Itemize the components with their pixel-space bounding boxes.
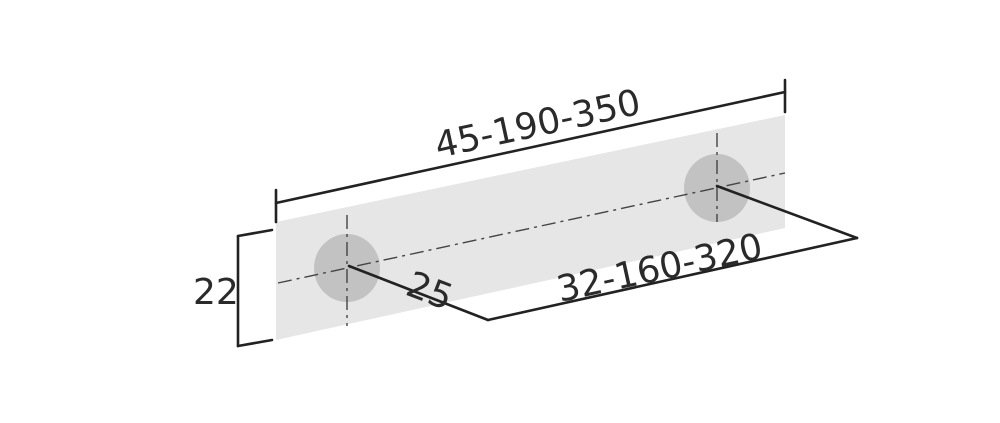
overall-length-dimension — [274, 78, 787, 224]
hole-spacing-dimension — [347, 184, 859, 322]
height-dimension — [236, 228, 274, 348]
handle-plate — [276, 115, 785, 340]
center-axis-line — [277, 172, 786, 284]
height-label: 22 — [193, 272, 239, 313]
mounting-hole-left — [314, 234, 380, 302]
